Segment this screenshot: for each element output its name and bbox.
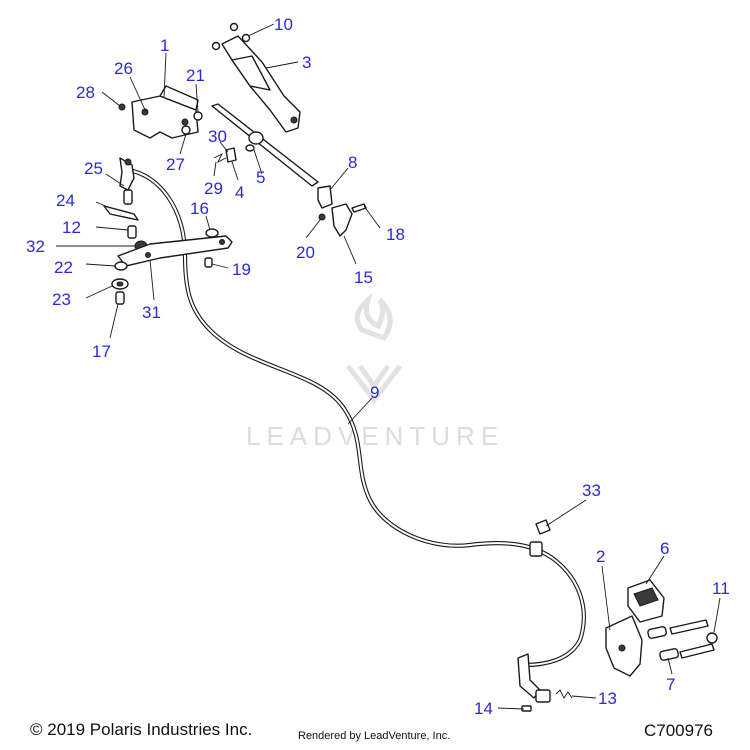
callout-33: 33 [582,481,601,500]
callout-27: 27 [166,155,185,174]
bracket-part-15 [331,203,353,237]
bracket-part-8 [317,185,333,209]
callout-5: 5 [256,168,265,187]
bracket-part-3 [221,35,301,133]
callout-7: 7 [666,675,675,694]
callout-26: 26 [114,59,133,78]
brake-lever-part-31 [117,235,233,267]
callout-13: 13 [598,689,617,708]
callout-16: 16 [190,199,209,218]
caliper-part-6 [627,579,665,623]
shaft [211,103,319,187]
bracket-part-2 [605,615,643,677]
leader-lines [56,23,721,710]
bolt-part-11b [679,643,715,659]
screw-part-21 [193,111,203,121]
washer-part-5 [245,144,255,152]
pin-part-14 [521,705,532,712]
screw-part-28 [118,103,126,111]
callout-9: 9 [370,383,379,402]
callout-19: 19 [232,260,251,279]
callout-12: 12 [62,218,81,237]
callout-25: 25 [84,159,103,178]
callout-21: 21 [186,66,205,85]
washer-part-22 [114,261,128,271]
callout-4: 4 [235,183,244,202]
watermark-logo [346,292,402,405]
callout-23: 23 [52,290,71,309]
cable-lower-end [517,653,551,703]
spacer-part-7a [647,626,667,639]
screw-part-19 [204,257,213,268]
rendered-by-text: Rendered by LeadVenture, Inc. [298,730,451,742]
cable-clamp [529,541,543,557]
bolt-part-17 [115,291,125,305]
bolt-part-18 [351,203,367,213]
brake-cable [125,167,586,668]
callout-20: 20 [296,243,315,262]
callout-17: 17 [92,342,111,361]
diagram-code: C700976 [644,721,714,740]
bolt-part-11a [669,619,709,635]
cable-upper-end [119,157,135,205]
callout-8: 8 [348,153,357,172]
pin-part-12 [127,225,137,239]
clip-part-24 [103,205,139,221]
bracket-part-1 [131,85,199,139]
washer-hole [116,281,124,287]
fitting-part-33 [535,519,551,535]
washer-part-16 [205,228,219,238]
callout-28: 28 [76,83,95,102]
screw-part-10c [211,41,221,51]
callout-15: 15 [354,268,373,287]
callout-32: 32 [26,237,45,256]
spacer-part-7b [659,648,679,661]
callout-31: 31 [142,303,161,322]
nut-part-20 [318,213,326,221]
bolt-head-11 [706,632,718,644]
spring-part-29 [213,152,227,164]
callout-labels: 1 2 3 4 5 6 7 8 9 10 11 12 13 14 15 16 1… [26,15,730,718]
copyright-text: © 2019 Polaris Industries Inc. [30,720,253,739]
callout-6: 6 [660,539,669,558]
callout-22: 22 [54,258,73,277]
callout-24: 24 [56,191,75,210]
callout-18: 18 [386,225,405,244]
spring-part-13 [555,689,573,699]
clip-part-30 [225,147,237,163]
callout-3: 3 [302,53,311,72]
callout-1: 1 [160,36,169,55]
callout-14: 14 [474,699,493,718]
callout-11: 11 [712,579,730,598]
callout-30: 30 [208,127,227,146]
screw-part-10a [229,22,239,32]
screw-part-10b [241,33,251,43]
callout-29: 29 [204,179,223,198]
callout-10: 10 [274,15,293,34]
screw-part-27 [181,125,191,135]
callout-2: 2 [596,547,605,566]
watermark-text: LEADVENTURE [246,421,504,451]
